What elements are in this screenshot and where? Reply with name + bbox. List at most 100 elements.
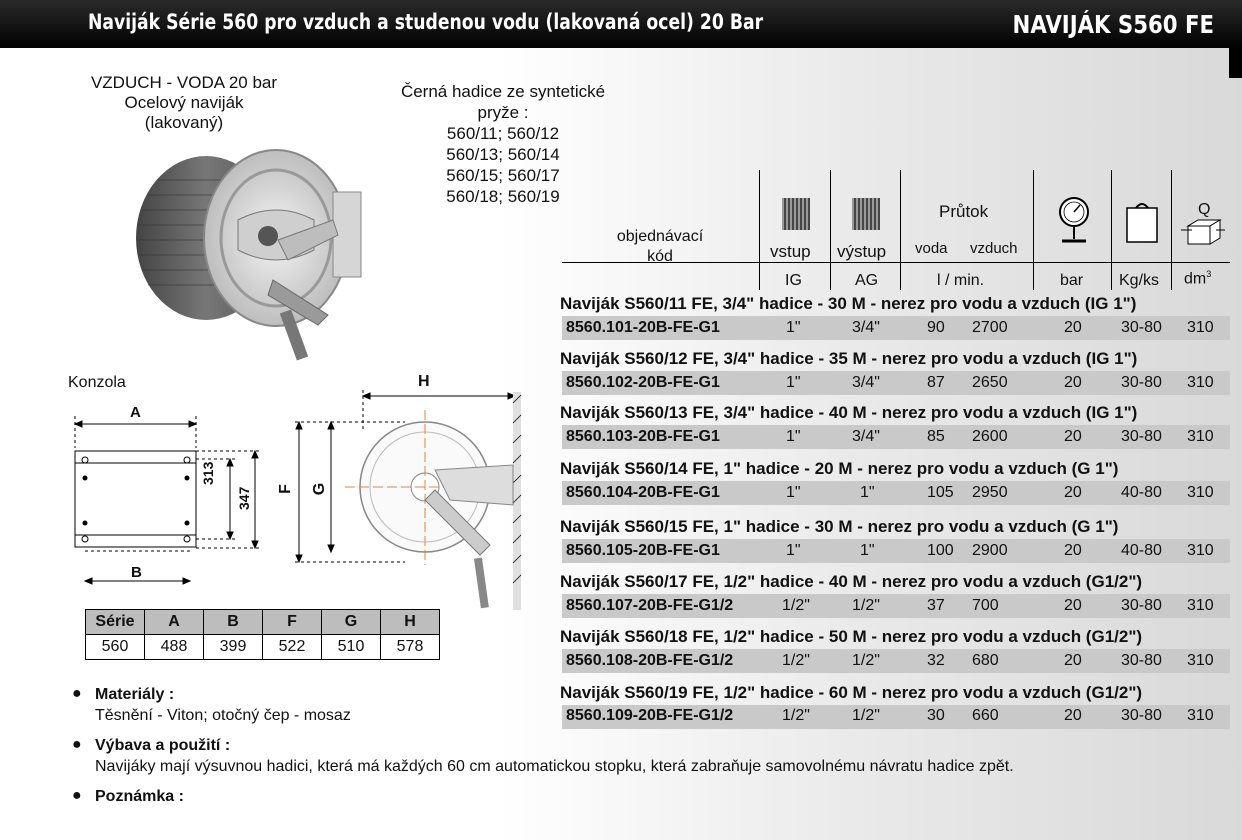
dimensions-value-row: 560 488 399 522 510 578 (85, 634, 440, 660)
order-code: 8560.104-20B-FE-G1 (566, 484, 720, 501)
col-divider (830, 170, 831, 290)
order-code: 8560.101-20B-FE-G1 (566, 319, 720, 336)
unit-kg: Kg/ks (1119, 272, 1160, 289)
volume-value: 310 (1187, 484, 1214, 501)
water-flow-value: 32 (927, 652, 945, 669)
flow-header: Průtok (939, 202, 989, 221)
product-row-bg (562, 705, 1230, 729)
dim-header-h: H (380, 609, 440, 635)
intro-line-3: (lakovaný) (144, 113, 224, 132)
dim-header-b: B (203, 609, 263, 635)
outlet-value: 3/4" (852, 319, 880, 336)
water-flow-value: 90 (927, 319, 945, 336)
pressure-gauge-icon (1059, 197, 1089, 243)
pressure-value: 20 (1064, 428, 1082, 445)
order-code: 8560.108-20B-FE-G1/2 (566, 652, 734, 669)
air-flow-value: 2900 (972, 542, 1008, 559)
air-flow-value: 2650 (972, 374, 1008, 391)
dim-value-h: 578 (380, 634, 440, 660)
dim-value-serie: 560 (85, 634, 145, 660)
col-divider (1033, 170, 1034, 290)
weight-value: 40-80 (1121, 484, 1162, 501)
equipment-text: Navijáky mají výsuvnou hadici, která má … (95, 758, 1014, 775)
volume-value: 310 (1187, 707, 1214, 724)
order-code-header: objednávací kód (590, 227, 730, 267)
inlet-value: 1" (786, 484, 801, 501)
bracket-drawing (73, 416, 260, 585)
q-header: Q (1198, 201, 1211, 218)
inlet-value: 1" (786, 374, 801, 391)
air-flow-value: 2700 (972, 319, 1008, 336)
order-code: 8560.109-20B-FE-G1/2 (566, 707, 734, 724)
order-code: 8560.105-20B-FE-G1 (566, 542, 720, 559)
outlet-value: 1" (860, 542, 875, 559)
outlet-value: 3/4" (852, 374, 880, 391)
pressure-value: 20 (1064, 319, 1082, 336)
col-divider (1111, 170, 1112, 290)
note-title: Poznámka : (95, 788, 184, 805)
hose-reel-photo (136, 149, 362, 361)
reel-dim-h: H (418, 373, 430, 390)
unit-ig: IG (785, 272, 802, 289)
dim-value-a: 488 (144, 634, 204, 660)
col-divider (759, 170, 760, 290)
dim-value-g: 510 (321, 634, 381, 660)
materials-text: Těsnění - Viton; otočný čep - mosaz (95, 707, 351, 724)
water-flow-value: 100 (927, 542, 954, 559)
air-flow-value: 700 (972, 597, 999, 614)
dim-value-b: 399 (203, 634, 263, 660)
inlet-value: 1/2" (782, 597, 810, 614)
bullet-icon: ● (72, 736, 82, 753)
product-row-bg (562, 649, 1230, 673)
weight-value: 30-80 (1121, 652, 1162, 669)
pressure-value: 20 (1064, 597, 1082, 614)
reel-dim-f: F (276, 484, 294, 494)
equipment-title: Výbava a použití : (95, 737, 231, 754)
pressure-value: 20 (1064, 542, 1082, 559)
hose-model-3: 560/15; 560/17 (446, 166, 560, 185)
product-row-bg (562, 539, 1230, 563)
volume-value: 310 (1187, 652, 1214, 669)
order-code-label-2: kód (647, 248, 673, 265)
air-flow-value: 2950 (972, 484, 1008, 501)
volume-value: 310 (1187, 374, 1214, 391)
water-flow-value: 30 (927, 707, 945, 724)
weight-value: 30-80 (1121, 374, 1162, 391)
weight-value: 30-80 (1121, 319, 1162, 336)
air-flow-value: 2600 (972, 428, 1008, 445)
pressure-value: 20 (1064, 707, 1082, 724)
dim-header-f: F (262, 609, 322, 635)
product-title: Naviják S560/15 FE, 1" hadice - 30 M - n… (560, 517, 1119, 536)
dim-header-a: A (144, 609, 204, 635)
product-title: Naviják S560/17 FE, 1/2" hadice - 40 M -… (560, 572, 1143, 591)
hose-model-1: 560/11; 560/12 (446, 124, 560, 143)
air-flow-value: 680 (972, 652, 999, 669)
intro-line-2: Ocelový naviják (124, 93, 244, 112)
outlet-value: 3/4" (852, 428, 880, 445)
table-header-rule (562, 262, 1230, 263)
unit-flow: l / min. (937, 272, 985, 289)
product-code-title: NAVIJÁK S560 FE (1012, 10, 1214, 39)
order-code-label-1: objednávací (616, 228, 704, 245)
order-code: 8560.107-20B-FE-G1/2 (566, 597, 734, 614)
unit-dm-sup: 3 (1206, 269, 1212, 279)
weight-value: 30-80 (1121, 597, 1162, 614)
hose-text: Černá hadice ze syntetické pryže : 560/1… (388, 81, 618, 207)
order-code: 8560.102-20B-FE-G1 (566, 374, 720, 391)
water-flow-value: 85 (927, 428, 945, 445)
air-flow-value: 660 (972, 707, 999, 724)
unit-dm-text: dm (1184, 270, 1207, 288)
water-header: voda (915, 240, 948, 257)
inlet-value: 1" (786, 319, 801, 336)
product-row-bg (562, 316, 1230, 340)
bracket-dim-a: A (130, 404, 141, 421)
pressure-value: 20 (1064, 374, 1082, 391)
header-bar: Naviják Série 560 pro vzduch a studenou … (0, 0, 1242, 48)
bullet-icon: ● (72, 685, 82, 702)
inlet-value: 1/2" (782, 652, 810, 669)
dim-header-serie: Série (85, 609, 145, 635)
volume-value: 310 (1187, 428, 1214, 445)
hose-model-4: 560/18; 560/19 (446, 187, 560, 206)
water-flow-value: 87 (927, 374, 945, 391)
outlet-value: 1/2" (852, 652, 880, 669)
